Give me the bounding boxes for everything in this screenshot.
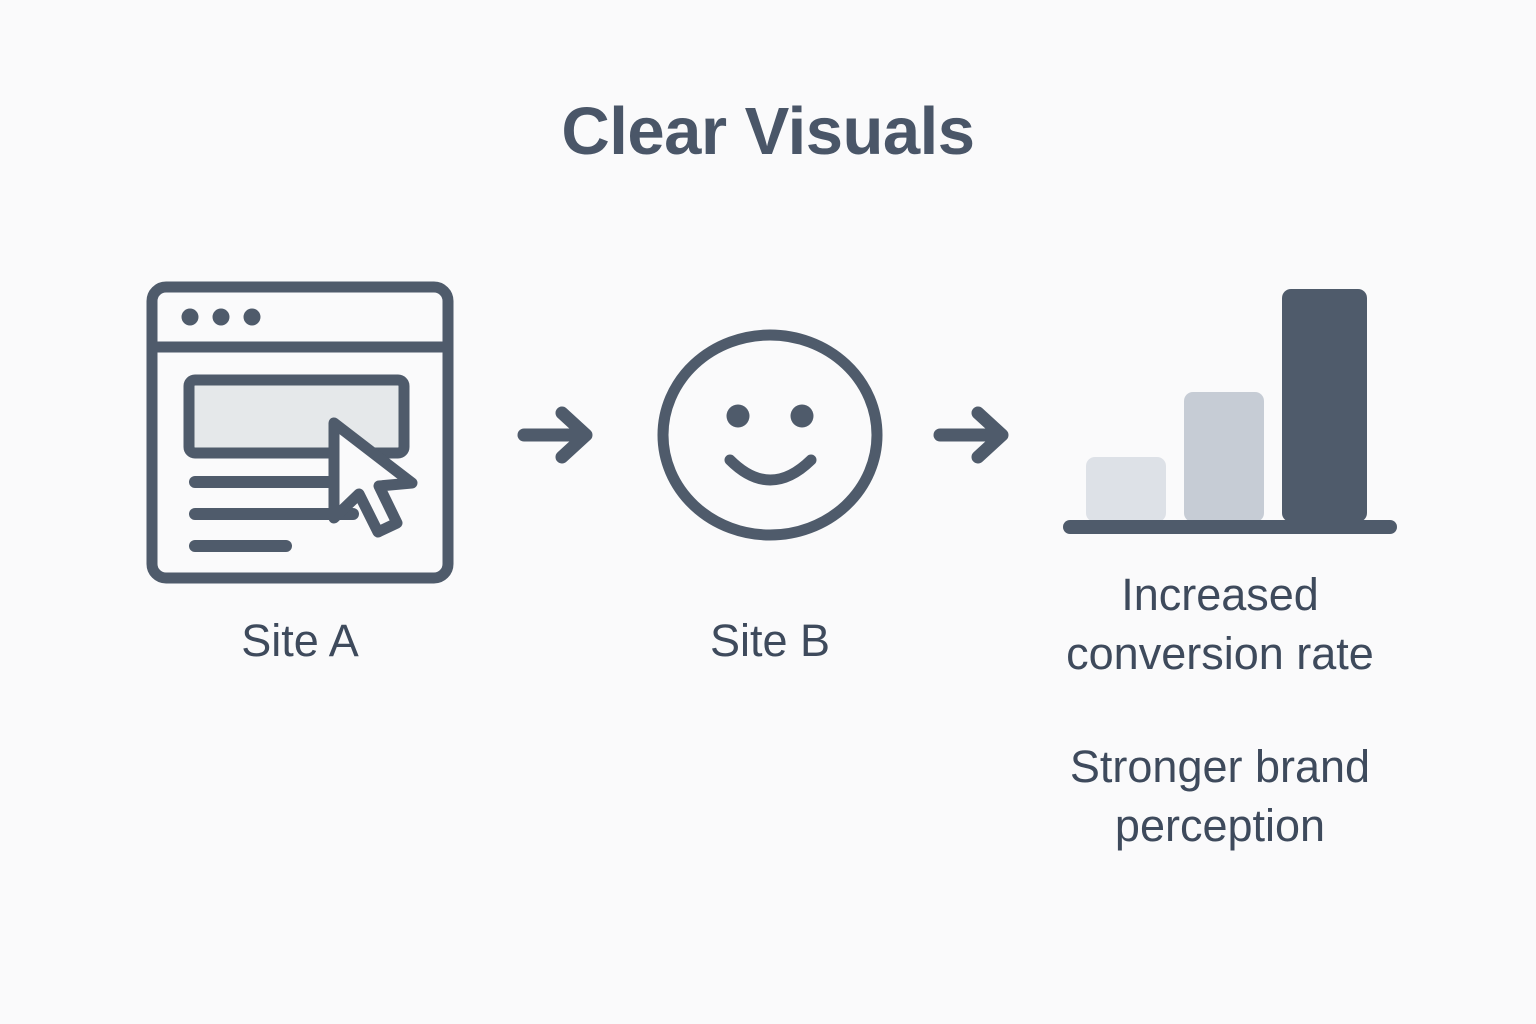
- outcome-line: conversion rate: [1066, 627, 1374, 679]
- bar-chart-icon: [1055, 272, 1405, 537]
- outcome-line: Increased: [1121, 569, 1319, 620]
- outcome-increased-conversion-rate: Increased conversion rate: [985, 566, 1455, 683]
- outcome-line: Stronger brand: [1069, 741, 1371, 792]
- browser-window-cursor-icon: [145, 280, 455, 585]
- chart-baseline: [1063, 520, 1397, 534]
- chart-bar-2: [1184, 392, 1264, 522]
- chart-bar-1: [1086, 457, 1166, 522]
- arrow-right-icon: [930, 400, 1020, 470]
- step-label-site-a: Site A: [241, 615, 359, 666]
- outcome-stronger-brand-perception: Stronger brand perception: [985, 738, 1455, 855]
- page-title: Clear Visuals: [561, 94, 975, 169]
- arrow-right-icon: [514, 400, 604, 470]
- chart-bar-3: [1282, 289, 1367, 522]
- step-label-site-b: Site B: [709, 615, 831, 666]
- outcome-line: perception: [1114, 799, 1326, 851]
- smiley-face-icon: [655, 328, 885, 543]
